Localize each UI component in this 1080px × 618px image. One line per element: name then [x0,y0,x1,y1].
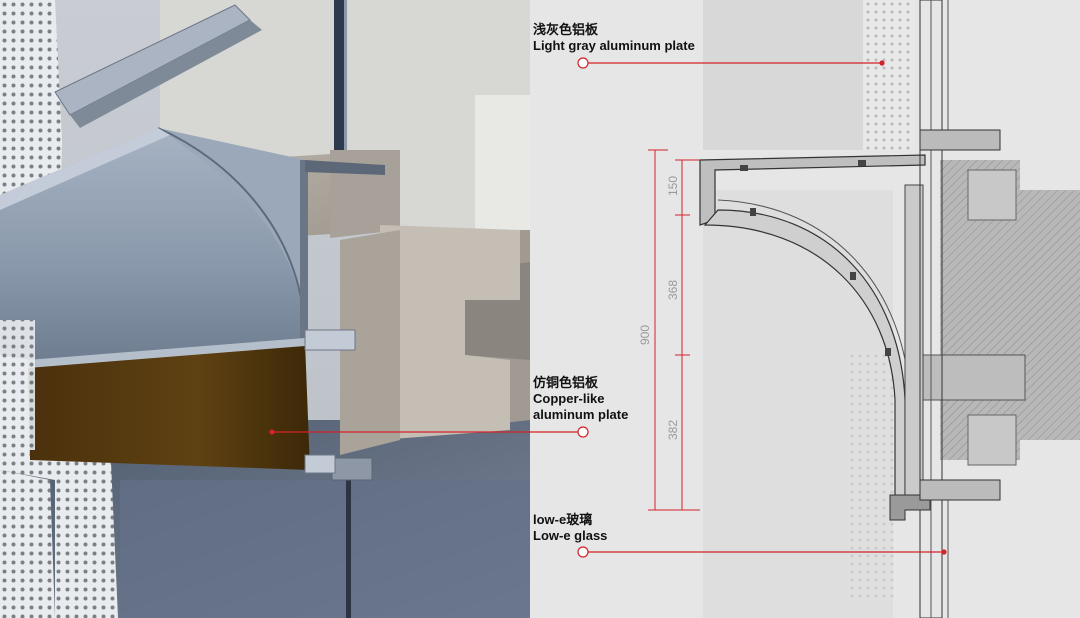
callout-copper-plate-en-line1: Copper-like [533,391,605,406]
callout-light-gray-plate: 浅灰色铝板 Light gray aluminum plate [533,22,695,54]
callout-leaders [269,57,947,558]
callout-low-e-glass: low-e玻璃 Low-e glass [533,512,607,544]
curved-aluminum-profile [0,128,305,360]
dim-segment-1: 150 [666,176,680,196]
dim-segment-3: 382 [666,420,680,440]
render-panel [0,0,530,618]
callout-light-gray-plate-en: Light gray aluminum plate [533,38,695,53]
callout-low-e-glass-en: Low-e glass [533,528,608,543]
callout-copper-plate-zh: 仿铜色铝板 [533,375,599,390]
callout-copper-plate-en-line2: aluminum plate [533,407,629,422]
callout-light-gray-plate-zh: 浅灰色铝板 [533,22,599,37]
callout-low-e-glass-zh: low-e玻璃 [533,512,593,527]
concrete-block-render [380,225,520,440]
dim-segment-2: 368 [666,280,680,300]
dimension-lines [648,149,700,511]
section-drawing-panel [530,0,1080,618]
light-gray-plate-section [862,0,914,150]
callout-copper-plate: 仿铜色铝板 Copper-like aluminum plate [533,375,628,423]
dim-total: 900 [638,325,652,345]
copper-aluminum-plate [28,342,310,470]
